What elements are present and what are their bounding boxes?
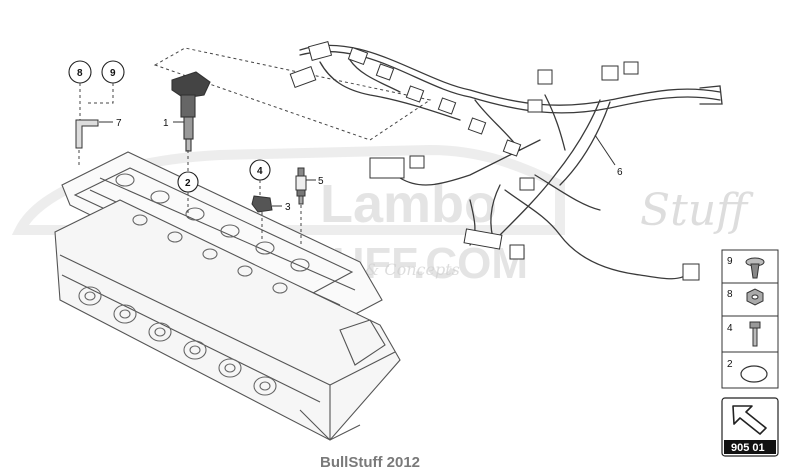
footer-credit: BullStuff 2012 xyxy=(320,454,420,471)
callout-1: 1 xyxy=(163,118,169,129)
watermark-script: Stuff xyxy=(640,185,754,236)
legend-num-4: 4 xyxy=(727,323,733,334)
legend-num-2: 2 xyxy=(727,359,733,370)
callout-9: 9 xyxy=(110,68,116,79)
callout-5: 5 xyxy=(318,176,324,187)
ignition-coil xyxy=(171,71,211,152)
fastener-legend: 9 8 4 2 xyxy=(721,249,779,389)
wiring-harness xyxy=(289,41,723,281)
callout-8: 8 xyxy=(77,68,83,79)
callout-3: 3 xyxy=(285,202,291,213)
legend-num-8: 8 xyxy=(727,289,733,300)
callout-2: 2 xyxy=(185,178,191,189)
bolt-icon xyxy=(749,321,761,347)
bracket xyxy=(75,119,99,149)
nut-icon xyxy=(746,288,764,306)
arrow-icon xyxy=(732,405,767,435)
dashed-group-outline xyxy=(153,47,432,141)
spark-plug xyxy=(295,167,307,205)
leader-6 xyxy=(594,134,616,166)
legend-box-2 xyxy=(721,351,779,389)
legend-num-9: 9 xyxy=(727,256,733,267)
reference-code-box: 905 01 xyxy=(721,397,779,457)
watermark-car-silhouette xyxy=(11,144,565,235)
cylinder-head-assembly xyxy=(54,151,401,441)
callout-4: 4 xyxy=(257,166,263,177)
callout-7: 7 xyxy=(116,118,122,129)
watermark-brand: Lambo xyxy=(320,174,497,234)
watermark-tagline: & Concepts xyxy=(365,260,460,279)
callout-6: 6 xyxy=(617,167,623,178)
o-ring-icon xyxy=(740,365,768,383)
sensor xyxy=(251,195,273,213)
push-clip-icon xyxy=(745,257,765,279)
reference-code: 905 01 xyxy=(731,442,765,454)
legend-box-4 xyxy=(721,315,779,353)
